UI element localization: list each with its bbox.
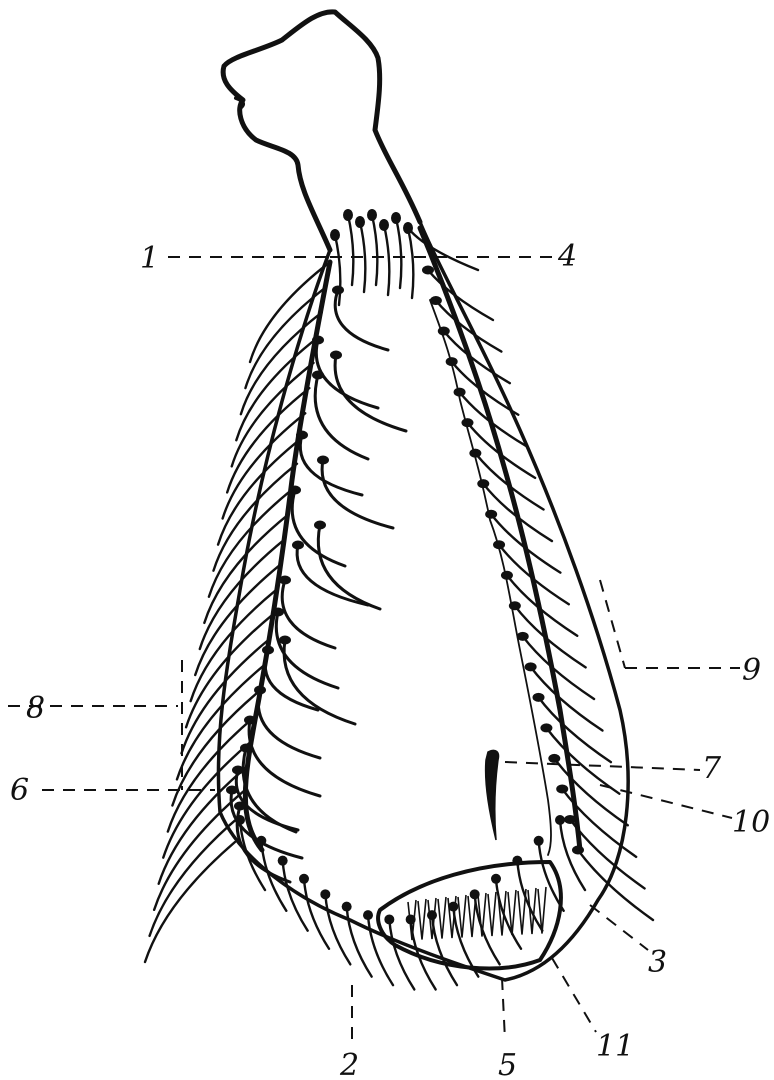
left-seta-23 [150,817,240,936]
left-hook-5 [300,435,362,495]
label-3: 3 [648,945,667,980]
label-11: 11 [596,1029,634,1064]
top-seta-7 [408,228,413,298]
left-hook-3 [335,355,406,431]
left-seta-24 [145,842,235,962]
isolated-spine [486,750,499,840]
left-hook-9 [297,545,368,605]
label-2: 2 [339,1048,359,1080]
stalk-outline [223,12,420,250]
leader-7 [505,762,700,770]
comb-tooth-6 [458,895,466,938]
leader-10 [600,785,732,818]
top-seta-5 [384,225,389,295]
comb-tooth-8 [478,893,486,937]
label-4: 4 [557,239,577,274]
top-seta-6 [396,218,401,288]
leader-3 [590,905,648,950]
top-seta-2 [348,215,353,285]
left-inner-hooks [226,286,406,883]
comb-tooth-12 [518,889,526,935]
left-hook-15 [249,720,320,796]
leader-11 [552,958,596,1032]
left-hook-8 [318,525,380,609]
comb-tooth-2 [418,899,426,940]
label-9: 9 [742,653,761,688]
left-seta-22 [154,792,243,910]
top-seta-4 [372,215,377,285]
comb-tooth-4 [438,897,446,939]
top-right-hook [408,228,478,270]
left-seta-21 [159,766,248,883]
label-7: 7 [702,751,722,786]
comb-tooth-10 [498,891,506,936]
label-1: 1 [140,241,159,276]
leader-5 [502,978,505,1040]
label-5: 5 [498,1048,517,1080]
label-6: 6 [10,773,29,808]
bottom-seta-4 [304,879,329,949]
body-outline [218,222,628,980]
comb-tooth-9 [488,892,496,936]
comb-tooth-7 [468,894,476,937]
label-10: 10 [732,805,770,840]
label-8: 8 [26,691,45,726]
left-hook-1 [335,290,388,350]
